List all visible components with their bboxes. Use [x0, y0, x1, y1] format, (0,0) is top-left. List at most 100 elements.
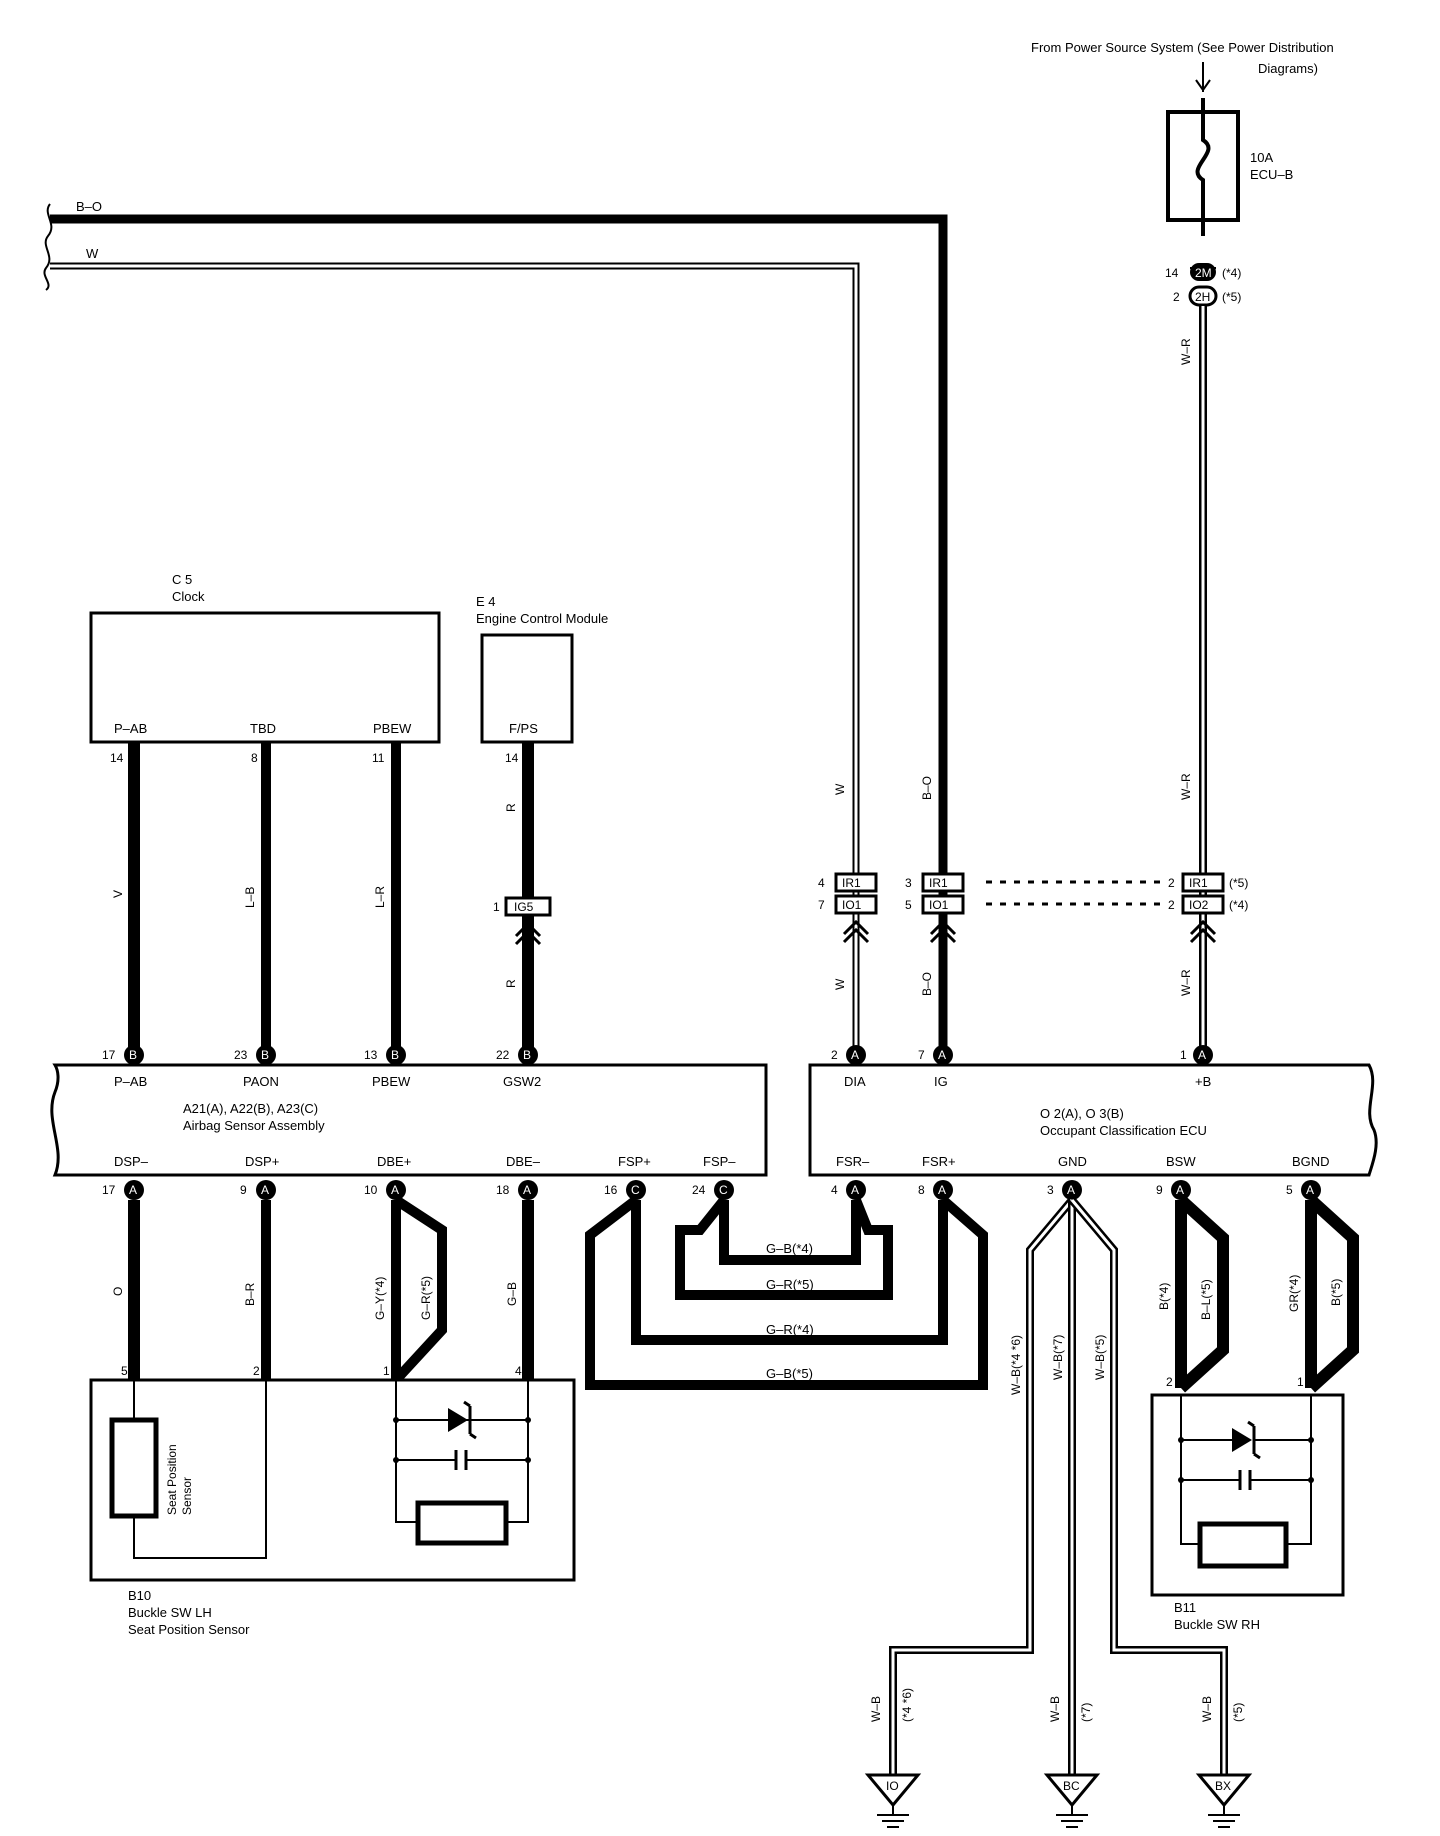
airbag-pin-b13	[386, 1045, 406, 1065]
airbag-bottom-terminals: DSP– DSP+ DBE+ DBE– FSP+ FSP–	[114, 1154, 736, 1169]
airbag-pin-b13-num: 13	[364, 1048, 378, 1062]
zener-diode-rh-icon	[1232, 1428, 1252, 1452]
ecu-pin-a7	[933, 1045, 953, 1065]
ecu-pin-a2	[846, 1045, 866, 1065]
buckle-lh-sensor-return	[133, 1380, 267, 1559]
wire-w-label-1: W	[833, 783, 847, 795]
wire-gr5-lh	[392, 1195, 447, 1384]
wire-loop-gr4	[631, 1200, 948, 1345]
ecu-pin-a8-letter: A	[938, 1183, 946, 1197]
top-wire-w-label: W	[86, 246, 99, 261]
junction-wr-io2	[1181, 894, 1225, 915]
ecm-terminal: F/PS	[509, 721, 538, 736]
power-source-label-2: Diagrams)	[1258, 61, 1318, 76]
wire-w-label-2: W	[833, 978, 847, 990]
junction-w-ir1	[834, 872, 878, 893]
fuse-rating: 10A	[1250, 150, 1273, 165]
airbag-pin-a9	[256, 1180, 276, 1200]
ecu-pin-a1-num: 1	[1180, 1048, 1187, 1062]
ecu-pin-a4	[846, 1180, 866, 1200]
top-wire-bo-label: B–O	[76, 199, 102, 214]
airbag-pin-b22-num: 22	[496, 1048, 510, 1062]
ecu-pin-a3-letter: A	[1067, 1183, 1075, 1197]
connector-ig5-arrow-icon	[514, 921, 542, 946]
wire-o-label: O	[111, 1287, 125, 1296]
clock-pin-3: 11	[372, 751, 385, 765]
ecu-pin-a1-letter: A	[1198, 1048, 1206, 1062]
airbag-pin-a18-num: 18	[496, 1183, 510, 1197]
airbag-bottom-terminal-6: FSP–	[703, 1154, 736, 1169]
junction-bo-io1-pin: 5	[905, 898, 912, 912]
ground-io-id: IO	[886, 1779, 899, 1793]
fsr-wire-gb4: G–B(*4)	[766, 1241, 813, 1256]
wire-loop-gb4	[719, 1200, 861, 1265]
junction-w-io1-pin: 7	[818, 898, 825, 912]
connector-2m-pin: 14	[1165, 266, 1179, 280]
ecu-name: Occupant Classification ECU	[1040, 1123, 1207, 1138]
junction-bo-ir1-id: IR1	[929, 876, 948, 890]
airbag-bottom-terminal-3: DBE+	[377, 1154, 411, 1169]
wire-br-label: B–R	[243, 1282, 257, 1306]
buckle-lh-code: B10	[128, 1588, 151, 1603]
buckle-rh-wire-1: B(*4)	[1157, 1283, 1171, 1310]
junction-wr-ir1-note: (*5)	[1229, 876, 1248, 890]
buckle-lh-name-1: Buckle SW LH	[128, 1605, 212, 1620]
wire-r-label-1: R	[504, 803, 518, 812]
wire-bo	[50, 214, 948, 1048]
buckle-lh-pin-1: 5	[121, 1364, 128, 1378]
wire-wr-label-3: W–R	[1179, 969, 1193, 996]
ecu-pin-a9-num: 9	[1156, 1183, 1163, 1197]
connector-ig5-id: IG5	[514, 900, 534, 914]
connector-2m	[1190, 263, 1216, 281]
airbag-pin-a10-letter: A	[391, 1183, 399, 1197]
connector-2m-note: (*4)	[1222, 266, 1241, 280]
fsr-wire-gr4: G–R(*4)	[766, 1322, 814, 1337]
airbag-pin-a17-num: 17	[102, 1183, 116, 1197]
ecu-pin-a1	[1193, 1045, 1213, 1065]
connector-2h	[1188, 285, 1218, 307]
airbag-pin-b22	[518, 1045, 538, 1065]
ground-bc-icon	[1043, 1773, 1101, 1808]
ecu-pin-a7-letter: A	[938, 1048, 946, 1062]
junction-w-ir1-id: IR1	[842, 876, 861, 890]
airbag-pin-a9-letter: A	[261, 1183, 269, 1197]
wire-v-label: V	[111, 890, 125, 898]
airbag-top-terminal-2: PAON	[243, 1074, 279, 1089]
ground-bc-note: (*7)	[1079, 1703, 1093, 1722]
ecu-pin-a5	[1301, 1180, 1321, 1200]
connector-2h-id: 2H	[1195, 290, 1210, 304]
fsr-wire-gb5: G–B(*5)	[766, 1366, 813, 1381]
buckle-rh-switch-network	[1178, 1395, 1314, 1569]
wire-wr-label-1: W–R	[1179, 338, 1193, 365]
wire-gr5-lh-label: G–R(*5)	[419, 1276, 433, 1320]
clock-terminal-2: TBD	[250, 721, 276, 736]
junction-wr-ir1-pin: 2	[1168, 876, 1175, 890]
ecu-bottom-terminal-4: BSW	[1166, 1154, 1196, 1169]
buckle-rh-wire-3: GR(*4)	[1287, 1275, 1301, 1312]
zener-diode-icon	[448, 1408, 468, 1432]
ground-io-icon	[864, 1773, 922, 1808]
ecm-name: Engine Control Module	[476, 611, 608, 626]
connector-2m-id: 2M	[1195, 266, 1212, 280]
wire-break-icon	[43, 203, 53, 291]
ecu-pin-a2-num: 2	[831, 1048, 838, 1062]
wire-lb-label: L–B	[243, 887, 257, 908]
buckle-lh-name-2: Seat Position Sensor	[128, 1622, 250, 1637]
ecu-pin-a5-letter: A	[1306, 1183, 1314, 1197]
airbag-pin-a17	[124, 1180, 144, 1200]
clock-terminal-3: PBEW	[373, 721, 412, 736]
buckle-rh-pin-1: 2	[1166, 1375, 1173, 1389]
airbag-top-terminal-1: P–AB	[114, 1074, 147, 1089]
ground-bc-id: BC	[1063, 1779, 1080, 1793]
connector-ig5	[504, 896, 552, 917]
airbag-name: Airbag Sensor Assembly	[183, 1118, 325, 1133]
buckle-rh-pin-2: 1	[1297, 1375, 1304, 1389]
airbag-pin-b23-letter: B	[261, 1048, 269, 1062]
junction-wr-io2-pin: 2	[1168, 898, 1175, 912]
wire-w	[50, 262, 860, 1048]
ecu-top-terminal-3: +B	[1195, 1074, 1211, 1089]
fuse-name: ECU–B	[1250, 167, 1293, 182]
airbag-title: A21(A), A22(B), A23(C)	[183, 1101, 318, 1116]
resistor-icon	[415, 1500, 509, 1546]
airbag-pin-b23-num: 23	[234, 1048, 248, 1062]
